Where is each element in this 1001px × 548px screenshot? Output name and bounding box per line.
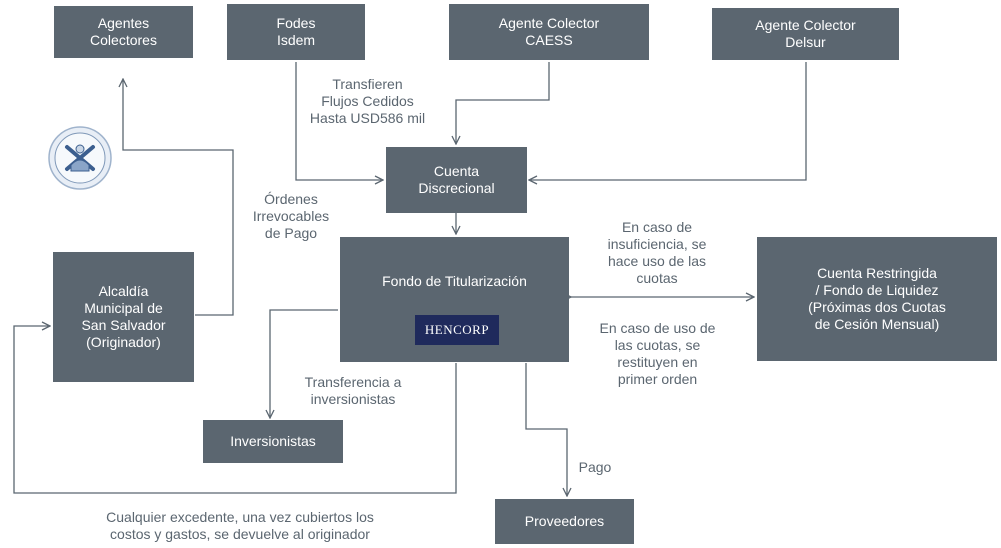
municipal-seal-icon [48, 126, 112, 190]
arrow-alcaldia-to-agentes [123, 79, 234, 316]
ordenes-label: Órdenes Irrevocables de Pago [236, 191, 346, 242]
transfieren-label: Transfieren Flujos Cedidos Hasta USD586 … [300, 76, 435, 127]
label-line: restituyen en [617, 354, 698, 370]
label-line: de Pago [264, 225, 318, 241]
excedente-label: Cualquier excedente, una vez cubiertos l… [70, 509, 410, 543]
box-line: Agente Colector [498, 15, 600, 31]
label-line: inversionistas [310, 391, 396, 407]
label-line: Transfieren [332, 76, 403, 92]
box-line: Cuenta Restringida [817, 265, 937, 281]
label-line: cuotas [636, 270, 678, 286]
box-line: Fondo de Titularización [382, 273, 527, 289]
label-line: Pago [578, 459, 612, 475]
box-line: Agentes [97, 15, 150, 31]
box-line: San Salvador [81, 317, 166, 333]
fodes-box: Fodes Isdem [227, 4, 365, 60]
label-line: Órdenes [264, 191, 318, 207]
arrow-caess-to-cuenta [456, 62, 550, 144]
label-line: Transferencia a [304, 374, 402, 390]
alcaldia-box: Alcaldía Municipal de San Salvador (Orig… [53, 252, 194, 382]
arrow-fondo-to-inversionistas [270, 309, 338, 418]
box-line: Fodes [276, 15, 316, 31]
transferencia-label: Transferencia a inversionistas [283, 374, 423, 408]
box-line: de Cesión Mensual) [814, 316, 940, 332]
box-line: (Próximas dos Cuotas [808, 299, 946, 315]
fondo-titularizacion-box: Fondo de Titularización [340, 237, 569, 362]
label-line: En caso de uso de [599, 320, 716, 336]
box-line: Cuenta [433, 163, 480, 179]
box-line: Isdem [276, 32, 316, 48]
box-line: Agente Colector [755, 17, 856, 33]
box-line: Municipal de [84, 300, 163, 316]
box-line: (Originador) [86, 334, 161, 350]
delsur-box: Agente Colector Delsur [712, 8, 899, 60]
label-line: Hasta USD586 mil [309, 110, 426, 126]
pago-label: Pago [570, 459, 620, 476]
box-line: Alcaldía [98, 283, 149, 299]
label-line: insuficiencia, se [607, 236, 707, 252]
label-line: En caso de [621, 219, 693, 235]
caess-box: Agente Colector CAESS [449, 4, 649, 60]
label-line: Cualquier excedente, una vez cubiertos l… [106, 509, 374, 525]
box-line: / Fondo de Liquidez [815, 282, 939, 298]
inversionistas-box: Inversionistas [203, 420, 343, 463]
label-line: Flujos Cedidos [321, 93, 414, 109]
box-line: Inversionistas [230, 433, 316, 449]
arrow-fodes-to-cuenta [295, 62, 383, 180]
insuficiencia-label: En caso de insuficiencia, se hace uso de… [587, 219, 727, 287]
hencorp-logo: HENCORP [415, 315, 499, 345]
cuenta-discrecional-box: Cuenta Discrecional [386, 147, 527, 213]
arrow-delsur-to-cuenta [529, 62, 807, 180]
box-line: Delsur [785, 34, 826, 50]
label-line: las cuotas, se [614, 337, 701, 353]
box-line: Colectores [90, 32, 157, 48]
label-line: Irrevocables [252, 208, 330, 224]
label-line: hace uso de las [607, 253, 707, 269]
box-line: CAESS [525, 32, 573, 48]
box-line: Proveedores [524, 513, 605, 529]
label-line: costos y gastos, se devuelve al originad… [110, 526, 370, 542]
proveedores-box: Proveedores [495, 499, 634, 544]
arrow-fondo-to-proveedores [525, 363, 567, 496]
arrow-fondo-to-alcaldia [13, 326, 457, 494]
uso-cuotas-label: En caso de uso de las cuotas, se restitu… [585, 320, 730, 388]
cuenta-restringida-box: Cuenta Restringida / Fondo de Liquidez (… [757, 237, 997, 361]
box-line: Discrecional [418, 180, 495, 196]
agentes-colectores-box: Agentes Colectores [54, 6, 193, 58]
label-line: primer orden [617, 371, 698, 387]
